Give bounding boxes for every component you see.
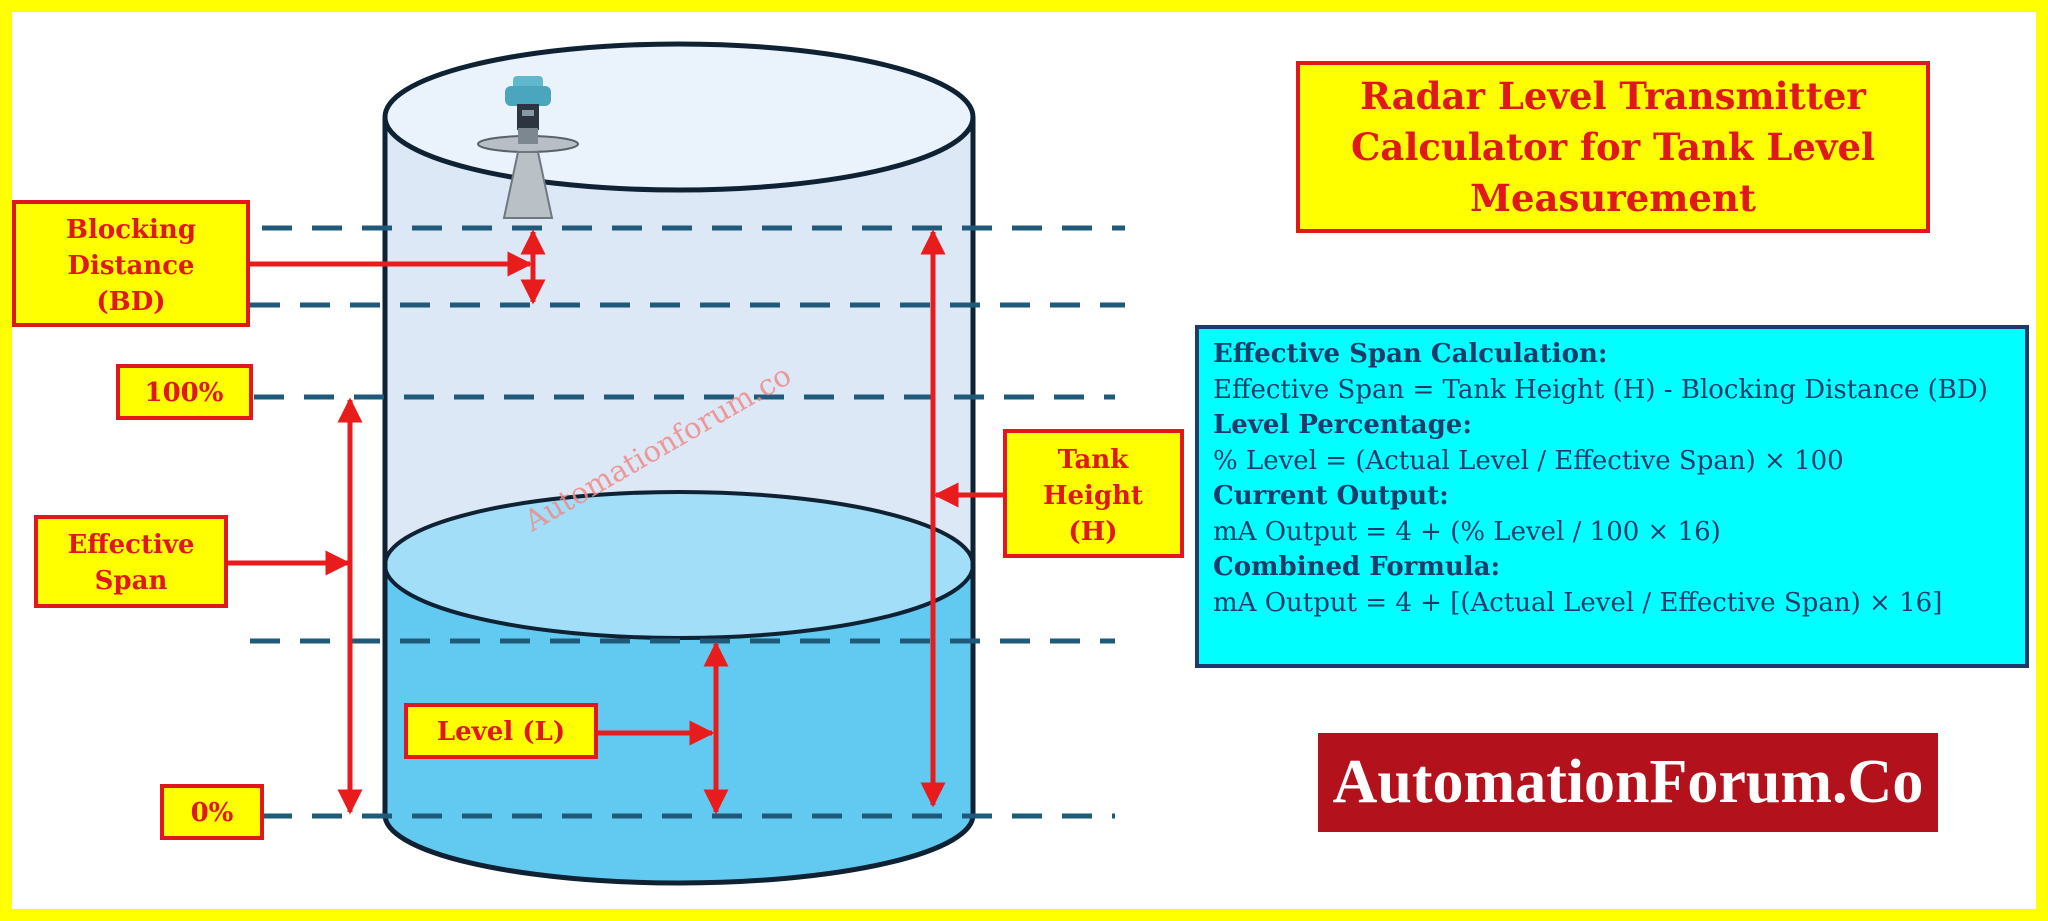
formula-box: Effective Span Calculation: Effective Sp… [1195,325,2029,668]
tank-outline [382,118,976,886]
dashed-lines [250,225,1125,819]
svg-text:(H): (H) [1068,517,1117,547]
brand-logo: AutomationForum.Co [1318,733,1938,832]
title-box: Radar Level Transmitter Calculator for T… [1296,61,1930,233]
svg-text:Tank: Tank [1058,445,1130,475]
svg-text:Span: Span [95,566,168,596]
svg-text:0%: 0% [191,798,234,828]
svg-text:(BD): (BD) [96,287,165,317]
label-0-percent: 0% [160,784,264,840]
measurement-arrows [226,229,1005,815]
liquid-surface [383,490,975,640]
span-heading: Effective Span Calculation: [1213,339,1608,369]
span-formula: Effective Span = Tank Height (H) - Block… [1213,374,1988,405]
tank-top [382,41,976,193]
label-blocking-distance: Blocking Distance (BD) [12,200,250,327]
title-line-3: Measurement [1470,175,1756,220]
title-line-2: Calculator for Tank Level [1350,124,1876,169]
current-formula: mA Output = 4 + (% Level / 100 × 16) [1213,516,1721,547]
level-formula: % Level = (Actual Level / Effective Span… [1213,445,1844,476]
radar-transmitter-icon [477,76,579,219]
svg-text:Blocking: Blocking [66,215,196,245]
svg-text:100%: 100% [145,378,224,408]
svg-text:Distance: Distance [67,251,194,281]
combined-heading: Combined Formula: [1213,552,1501,582]
label-level: Level (L) [404,703,598,759]
label-100-percent: 100% [116,364,253,420]
label-effective-span: Effective Span [34,515,228,608]
combined-formula: mA Output = 4 + [(Actual Level / Effecti… [1213,587,1943,618]
tank-liquid [385,565,973,883]
level-heading: Level Percentage: [1213,410,1472,440]
title-line-1: Radar Level Transmitter [1360,73,1866,118]
svg-text:Height: Height [1043,481,1143,511]
svg-text:Level (L): Level (L) [437,717,565,747]
svg-text:Effective: Effective [67,530,194,560]
current-heading: Current Output: [1213,481,1449,511]
label-tank-height: Tank Height (H) [1003,429,1184,558]
